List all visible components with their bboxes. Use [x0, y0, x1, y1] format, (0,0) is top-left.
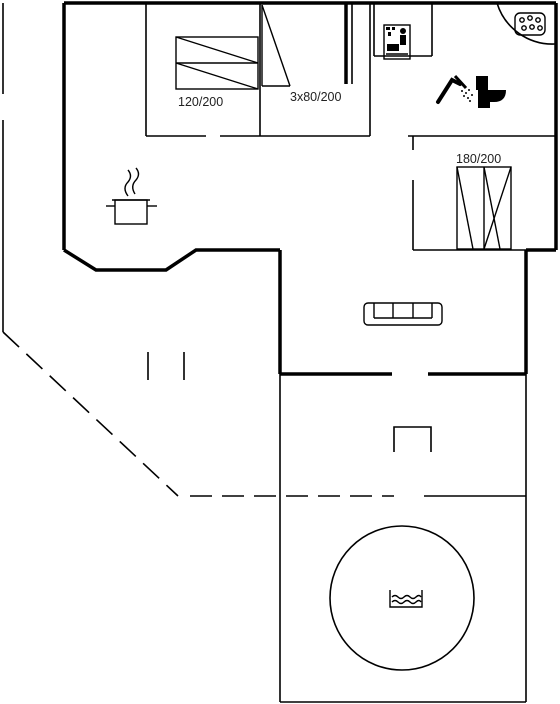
terrace-outlines	[2, 3, 527, 703]
exterior-walls	[62, 1, 558, 376]
toilet-icon	[476, 76, 506, 108]
fireplace-icon	[393, 426, 432, 452]
whirlpool-icon	[514, 12, 546, 36]
bed-double-1-label: 120/200	[178, 95, 223, 109]
bed-double-1	[175, 36, 259, 90]
interior-walls	[145, 2, 556, 251]
shower-icon	[436, 74, 473, 104]
bed-double-2	[456, 166, 512, 250]
bunk-beds-label: 3x80/200	[290, 90, 341, 104]
sauna-icon	[383, 24, 411, 60]
sofa-icon	[363, 302, 443, 326]
kitchen-pot-icon	[106, 167, 157, 225]
pool-icon	[329, 525, 475, 671]
bunk-beds	[261, 4, 291, 87]
bed-double-2-label: 180/200	[456, 152, 501, 166]
